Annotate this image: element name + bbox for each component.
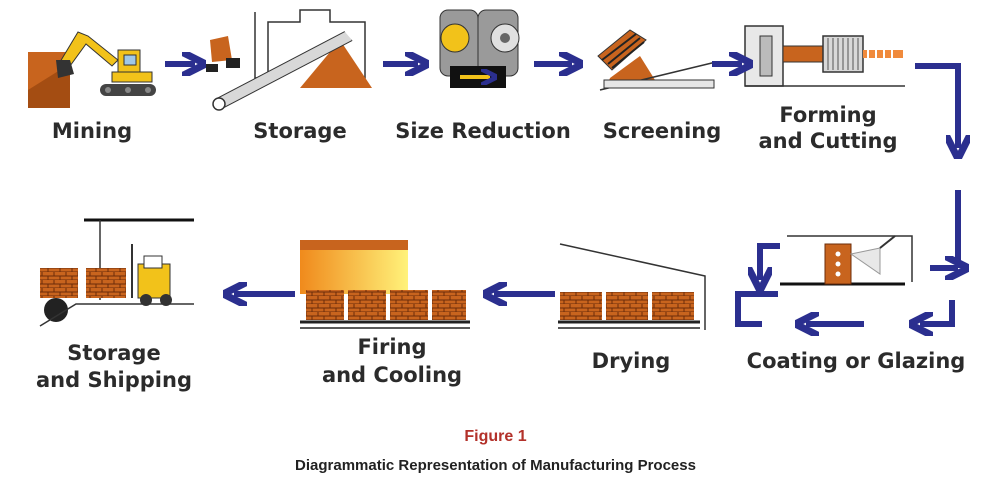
step-label-final-storage: Storage	[67, 341, 161, 365]
step-label-forming: Forming	[779, 103, 877, 127]
step-label-firing: Firing	[357, 335, 427, 359]
step-label-cooling: and Cooling	[321, 363, 463, 387]
excavator-icon	[28, 31, 156, 108]
step-label-drying: Drying	[591, 349, 671, 373]
step-label-mining: Mining	[51, 119, 133, 143]
figure-number: Figure 1	[464, 428, 527, 445]
dryer-shed-icon	[558, 243, 706, 330]
extruder-icon	[744, 25, 905, 87]
glazing-station-icon	[780, 235, 913, 286]
crusher-rollers-icon	[439, 9, 520, 88]
figure-title: Diagrammatic Representation of Manufactu…	[295, 457, 696, 474]
step-label-shipping: and Shipping	[36, 368, 192, 392]
screen-icon	[597, 29, 717, 91]
flow-arrow-icon	[165, 64, 958, 324]
step-label-coating: Coating or Glazing	[746, 349, 966, 373]
step-label-size-reduction: Size Reduction	[395, 119, 571, 143]
step-label-storage: Storage	[253, 119, 347, 143]
step-label-cutting: and Cutting	[758, 129, 898, 153]
conveyor-icon	[206, 9, 372, 111]
kiln-icon	[300, 240, 470, 329]
forklift-icon	[39, 218, 194, 327]
step-label-screening: Screening	[602, 119, 722, 143]
